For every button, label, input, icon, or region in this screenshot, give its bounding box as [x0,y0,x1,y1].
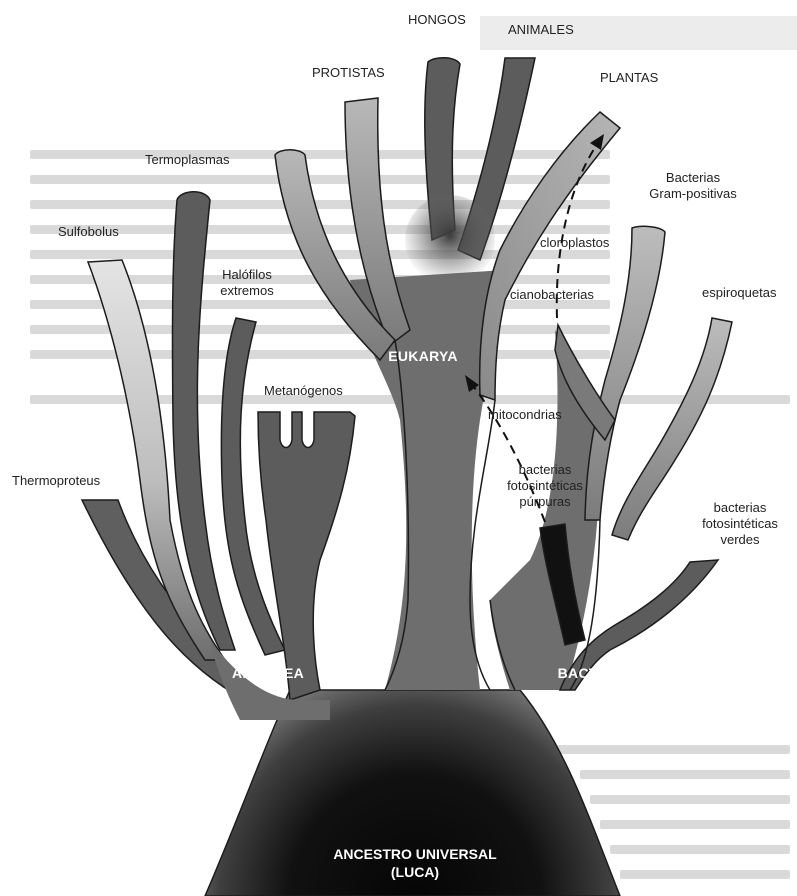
label-bacterias-verdes: bacterias fotosintéticas verdes [702,500,778,548]
label-purpuras-line3: púrpuras [519,494,570,509]
eukarya-fork-shade [405,195,495,285]
root-label-line1: ANCESTRO UNIVERSAL [333,845,496,863]
label-halofilos-extremos: Halófilos extremos [220,267,273,299]
domain-label-bacteria: BACTERIA [558,665,633,681]
label-cloroplastos: cloroplastos [540,235,609,251]
label-verdes-line2: fotosintéticas [702,516,778,531]
label-bacterias-gram-line1: Bacterias [666,170,720,185]
label-purpuras-line1: bacterias [519,462,572,477]
label-halofilos-line1: Halófilos [222,267,272,282]
label-purpuras-line2: fotosintéticas [507,478,583,493]
domain-label-archaea: ARCHAEA [232,665,304,681]
label-animales: ANIMALES [508,22,574,38]
domain-label-eukarya: EUKARYA [388,348,458,364]
label-termoplasmas: Termoplasmas [145,152,230,168]
label-espiroquetas: espiroquetas [702,285,776,301]
label-bacterias-gram-line2: Gram-positivas [649,186,736,201]
label-verdes-line3: verdes [720,532,759,547]
label-halofilos-line2: extremos [220,283,273,298]
label-verdes-line1: bacterias [714,500,767,515]
label-protistas: PROTISTAS [312,65,385,81]
label-thermoproteus: Thermoproteus [12,473,100,489]
label-bacterias-gram-positivas: Bacterias Gram-positivas [649,170,736,202]
label-sulfobolus: Sulfobolus [58,224,119,240]
label-metanogenos: Metanógenos [264,383,343,399]
label-mitocondrias: mitocondrias [488,407,562,423]
label-bacterias-purpuras: bacterias fotosintéticas púrpuras [507,462,583,510]
branch-metanogenos [258,412,355,700]
label-hongos: HONGOS [408,12,466,28]
root-label: ANCESTRO UNIVERSAL (LUCA) [333,845,496,881]
label-plantas: PLANTAS [600,70,658,86]
label-cianobacterias: cianobacterias [510,287,594,303]
root-label-line2: (LUCA) [333,863,496,881]
